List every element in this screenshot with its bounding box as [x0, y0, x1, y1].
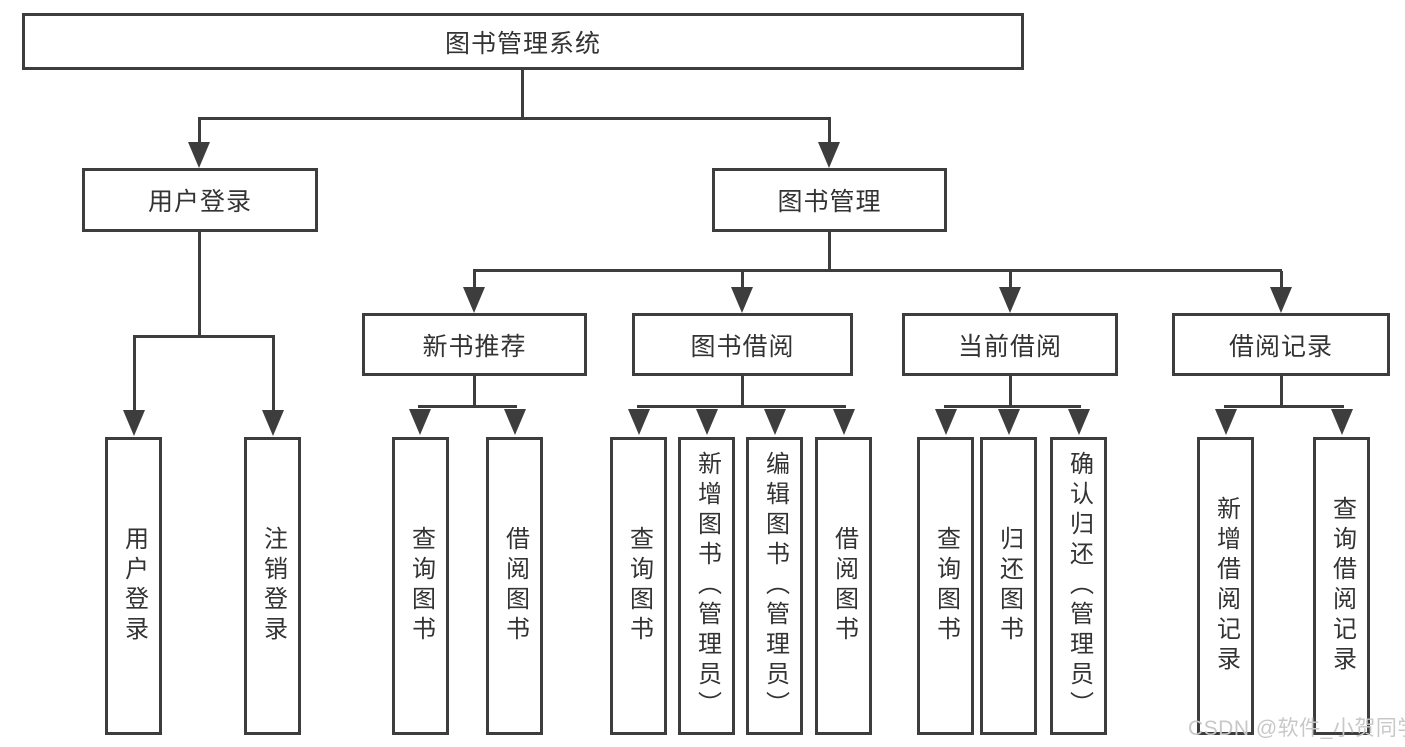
leaf-label: 查询图书 — [625, 526, 653, 646]
leaf-borrow-books: 借阅图书 — [815, 437, 872, 735]
leaf-add-borrow-record: 新增借阅记录 — [1197, 437, 1254, 735]
arrow-down-icon — [998, 409, 1020, 435]
csdn-watermark: CSDN @软件_小贺同学 — [1188, 717, 1405, 740]
connector-vline — [133, 337, 136, 411]
arrow-down-icon — [696, 409, 718, 435]
leaf-label: 用户登录 — [120, 526, 148, 646]
connector-vline — [741, 376, 744, 407]
leaf-label: 查询图书 — [932, 526, 960, 646]
arrow-down-icon — [1270, 287, 1292, 313]
arrow-down-icon — [409, 409, 431, 435]
leaf-label: 归还图书 — [995, 526, 1023, 646]
leaf-confirm-return-admin: 确认归还（管理员） — [1050, 437, 1107, 735]
connector-vline — [828, 232, 831, 271]
arrow-down-icon — [764, 409, 786, 435]
arrow-down-icon — [628, 409, 650, 435]
connector-vline — [473, 271, 476, 291]
arrow-down-icon — [833, 409, 855, 435]
connector-vline — [828, 117, 831, 145]
leaf-label: 新增图书（管理员） — [693, 451, 721, 721]
connector-vline — [1280, 271, 1283, 291]
connector-vline — [272, 337, 275, 411]
arrow-down-icon — [262, 410, 284, 436]
connector-vline — [198, 232, 201, 336]
leaf-query-books-recommend: 查询图书 — [392, 437, 449, 735]
arrow-down-icon — [818, 142, 840, 168]
arrow-down-icon — [999, 287, 1021, 313]
node-current-borrowing: 当前借阅 — [902, 313, 1118, 376]
connector-vline — [741, 271, 744, 291]
connector-vline — [473, 376, 476, 407]
connector-vline — [1009, 271, 1012, 291]
arrow-down-icon — [188, 142, 210, 168]
leaf-label: 新增借阅记录 — [1212, 496, 1240, 676]
connector-vline — [521, 70, 524, 119]
connector-hline — [198, 117, 831, 120]
leaf-label: 查询图书 — [407, 526, 435, 646]
node-book-management: 图书管理 — [712, 168, 947, 232]
leaf-label: 确认归还（管理员） — [1065, 451, 1093, 721]
arrow-down-icon — [1068, 409, 1090, 435]
connector-hline — [133, 335, 275, 338]
leaf-label: 借阅图书 — [501, 526, 529, 646]
arrow-down-icon — [1331, 409, 1353, 435]
arrow-down-icon — [731, 287, 753, 313]
connector-vline — [1009, 376, 1012, 407]
node-user-login: 用户登录 — [82, 168, 318, 232]
leaf-borrow-books-recommend: 借阅图书 — [486, 437, 543, 735]
connector-hline — [637, 405, 846, 408]
connector-hline — [944, 405, 1081, 408]
arrow-down-icon — [1215, 409, 1237, 435]
node-borrowing-records: 借阅记录 — [1172, 313, 1390, 376]
leaf-logout: 注销登录 — [244, 437, 301, 735]
leaf-query-books-borrowing: 查询图书 — [610, 437, 667, 735]
leaf-label: 编辑图书（管理员） — [761, 451, 789, 721]
leaf-query-borrow-record: 查询借阅记录 — [1313, 437, 1370, 735]
connector-hline — [1224, 405, 1344, 408]
node-new-book-recommend: 新书推荐 — [362, 313, 587, 376]
leaf-label: 借阅图书 — [830, 526, 858, 646]
arrow-down-icon — [504, 409, 526, 435]
connector-hline — [473, 269, 1282, 272]
leaf-label: 查询借阅记录 — [1328, 496, 1356, 676]
node-library-management-system: 图书管理系统 — [22, 13, 1024, 70]
leaf-user-login: 用户登录 — [105, 437, 162, 735]
arrow-down-icon — [123, 410, 145, 436]
leaf-return-books: 归还图书 — [980, 437, 1037, 735]
node-book-borrowing: 图书借阅 — [632, 313, 853, 376]
connector-hline — [418, 405, 517, 408]
connector-vline — [198, 117, 201, 145]
leaf-query-books-current: 查询图书 — [917, 437, 974, 735]
arrow-down-icon — [935, 409, 957, 435]
leaf-edit-books-admin: 编辑图书（管理员） — [746, 437, 803, 735]
leaf-add-books-admin: 新增图书（管理员） — [678, 437, 735, 735]
connector-vline — [1280, 376, 1283, 407]
leaf-label: 注销登录 — [259, 526, 287, 646]
arrow-down-icon — [463, 287, 485, 313]
